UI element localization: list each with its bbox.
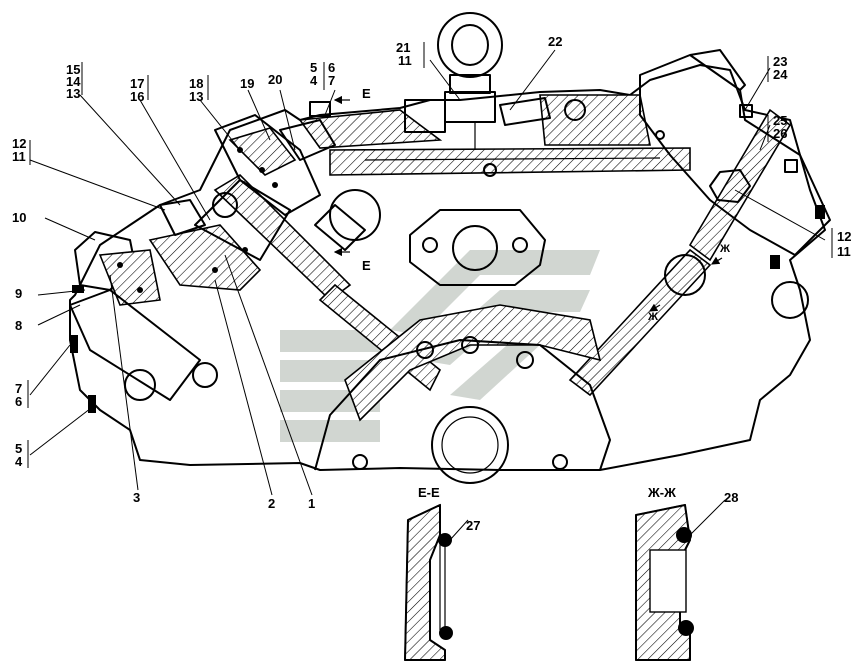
callout-11-right: 11	[837, 244, 851, 259]
callout-9: 9	[15, 286, 22, 301]
callout-13-left: 13	[66, 86, 80, 101]
callout-28: 28	[724, 490, 738, 505]
section-mark-e-top: Е	[362, 86, 371, 101]
section-mark-zh-upper: Ж	[719, 243, 730, 255]
section-mark-zh-lower: Ж	[647, 311, 658, 323]
callout-4-left: 4	[15, 454, 23, 469]
callout-27: 27	[466, 518, 480, 533]
section-markers	[333, 95, 723, 312]
callout-19: 19	[240, 76, 254, 91]
section-view-ee	[404, 503, 453, 661]
right-pump-assembly	[639, 49, 831, 269]
callout-8: 8	[15, 318, 22, 333]
watermark-logo	[280, 250, 600, 442]
callout-12-right: 12	[837, 229, 851, 244]
callout-4-top: 4	[310, 73, 318, 88]
callout-11-top: 11	[398, 53, 412, 68]
callout-2: 2	[268, 496, 275, 511]
callout-22: 22	[548, 34, 562, 49]
section-title-ee: Е-Е	[418, 485, 440, 500]
callout-13-mid: 13	[189, 89, 203, 104]
callout-24: 24	[773, 67, 788, 82]
callout-12-left: 12	[12, 136, 26, 151]
callout-5-top: 5	[310, 60, 317, 75]
callout-18: 18	[189, 76, 203, 91]
callout-10: 10	[12, 210, 26, 225]
callout-7-left: 7	[15, 381, 22, 396]
callout-15: 15	[66, 62, 80, 77]
callout-17: 17	[130, 76, 144, 91]
callout-25: 25	[773, 113, 787, 128]
engine-block-outline	[69, 64, 826, 484]
lifting-eye-and-fitting	[309, 12, 586, 150]
callout-11-left: 11	[12, 149, 26, 164]
callout-leader-lines	[27, 42, 833, 541]
section-title-zhzh: Ж-Ж	[647, 485, 676, 500]
callout-3: 3	[133, 490, 140, 505]
callout-6-top: 6	[328, 60, 335, 75]
callout-14: 14	[66, 74, 81, 89]
callout-7-top: 7	[328, 73, 335, 88]
callout-21: 21	[396, 40, 410, 55]
section-mark-e-bottom: Е	[362, 258, 371, 273]
left-pump-assembly	[69, 114, 366, 413]
callout-20: 20	[268, 72, 282, 87]
section-view-zhzh	[635, 504, 694, 661]
callout-5-left: 5	[15, 441, 22, 456]
callout-1: 1	[308, 496, 315, 511]
callout-16: 16	[130, 89, 144, 104]
callout-26: 26	[773, 126, 787, 141]
callout-6-left: 6	[15, 394, 22, 409]
callout-23: 23	[773, 54, 787, 69]
